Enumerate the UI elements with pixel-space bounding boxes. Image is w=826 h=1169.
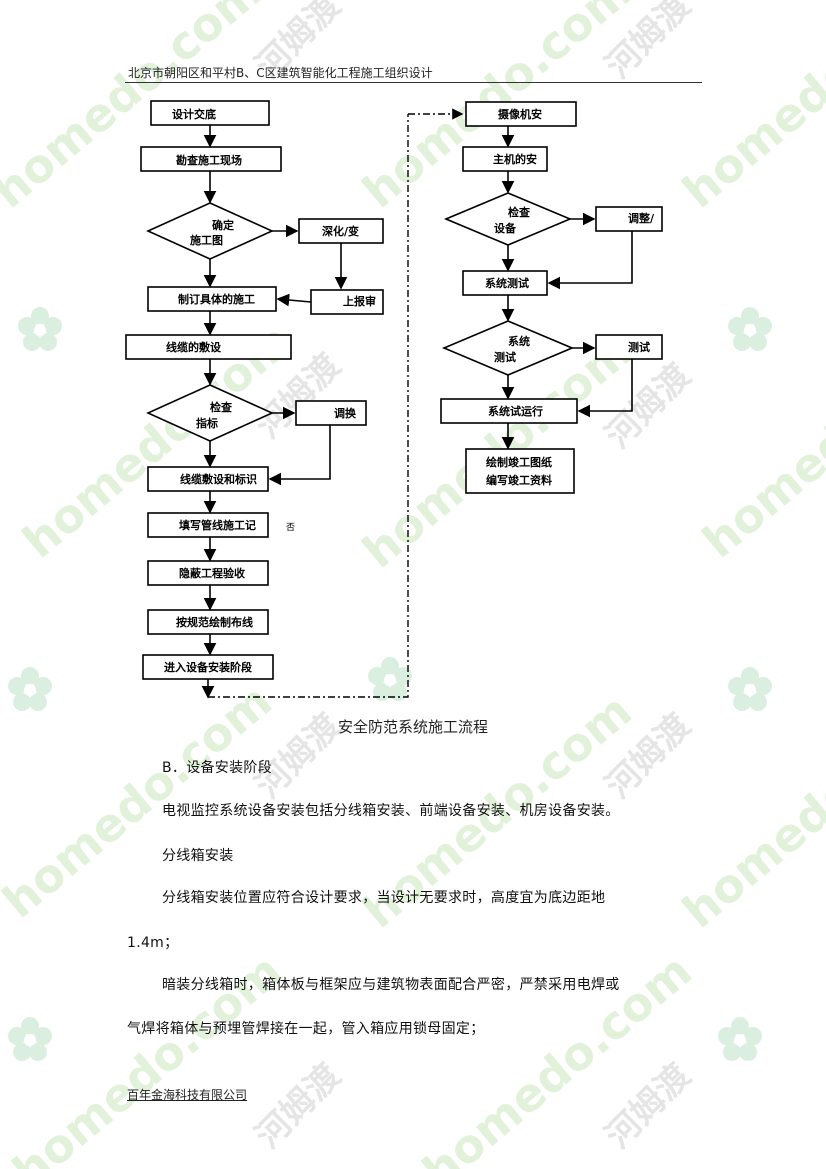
section-heading-b: B．设备安装阶段 [162,760,273,776]
label-camera-install: 摄像机安 [498,107,542,121]
label-draw-by-spec: 按规范绘制布线 [176,615,253,629]
flower-logo-icon [8,1017,52,1061]
page-footer: 百年金海科技有限公司 [127,1088,248,1102]
construction-flowchart: 设计交底 勘查施工现场 确定 施工图 深化/变 上报审 制订具体的施工 线缆的敷… [125,100,663,699]
box-design-disclosure [150,100,270,126]
diamond-system-test [441,320,575,376]
label-plan: 制订具体的施工 [178,292,255,306]
label-stray-char: 否 [286,522,295,533]
watermark-cn: 河姆渡 [598,1056,698,1156]
paragraph-2: 分线箱安装 [162,848,234,864]
label-host-install: 主机的安 [493,152,537,166]
label-sys-2: 测试 [494,350,516,364]
label-trial-run: 系统试运行 [488,404,543,418]
box-pipe-record [147,512,269,538]
box-adjust [595,206,663,232]
label-pipe-record: 填写管线施工记 [179,518,256,532]
box-host-install [462,146,548,172]
label-adjust-switch: 调换 [334,406,357,420]
label-report: 上报审 [343,294,376,308]
label-check-device-1: 检查 [508,205,530,219]
label-check-2: 指标 [196,416,218,430]
box-as-built [465,448,575,494]
label-sys-1: 系统 [508,334,530,348]
box-report [310,289,384,315]
box-camera-install [465,101,577,127]
box-draw-by-spec [147,609,269,635]
figure-caption: 安全防范系统施工流程 [337,718,488,736]
label-as-built-2: 编写竣工资料 [486,473,552,487]
box-adjust-switch [295,400,367,426]
label-hidden-accept: 隐蔽工程验收 [179,566,245,580]
box-cable-label [147,466,269,492]
label-system-test: 系统测试 [485,276,529,290]
paragraph-1: 电视监控系统设备安装包括分线箱安装、前端设备安装、机房设备安装。 [162,803,620,819]
paragraph-3b: 1.4m； [127,935,179,951]
label-cable-laying: 线缆的敷设 [166,340,222,354]
label-check-device-2: 设备 [494,221,517,235]
label-confirm-drawing-2: 施工图 [190,233,223,247]
label-design-disclosure: 设计交底 [172,107,216,121]
paragraph-4a: 暗装分线箱时，箱体板与框架应与建筑物表面配合严密，严禁采用电焊或 [162,977,620,993]
label-enter-install: 进入设备安装阶段 [164,660,252,674]
diamond-confirm-drawing [146,202,274,260]
flower-logo-icon [718,1017,762,1061]
paragraph-3a: 分线箱安装位置应符合设计要求，当设计无要求时，高度宜为底边距地 [162,890,606,906]
label-deepen: 深化/变 [322,224,359,238]
page-header: 北京市朝阳区和平村B、C区建筑智能化工程施工组织设计 [128,66,433,80]
watermark-cn: 河姆渡 [248,1056,348,1156]
box-hidden-accept [147,560,269,586]
diamond-check-device [443,192,573,246]
label-test: 测试 [628,340,650,354]
label-cable-label: 线缆敷设和标识 [180,472,257,486]
header-rule [125,82,702,83]
box-test [595,334,663,360]
box-system-test [462,270,548,296]
paragraph-4b: 气焊将箱体与预埋管焊接在一起，管入箱应用锁母固定； [127,1021,485,1037]
box-trial-run [440,398,578,424]
label-confirm-drawing-1: 确定 [212,218,234,232]
label-site-survey: 勘查施工现场 [176,153,242,167]
label-check-1: 检查 [210,400,232,414]
label-as-built-1: 绘制竣工图纸 [486,455,552,469]
label-adjust: 调整/ [628,211,655,225]
box-plan [147,286,277,312]
